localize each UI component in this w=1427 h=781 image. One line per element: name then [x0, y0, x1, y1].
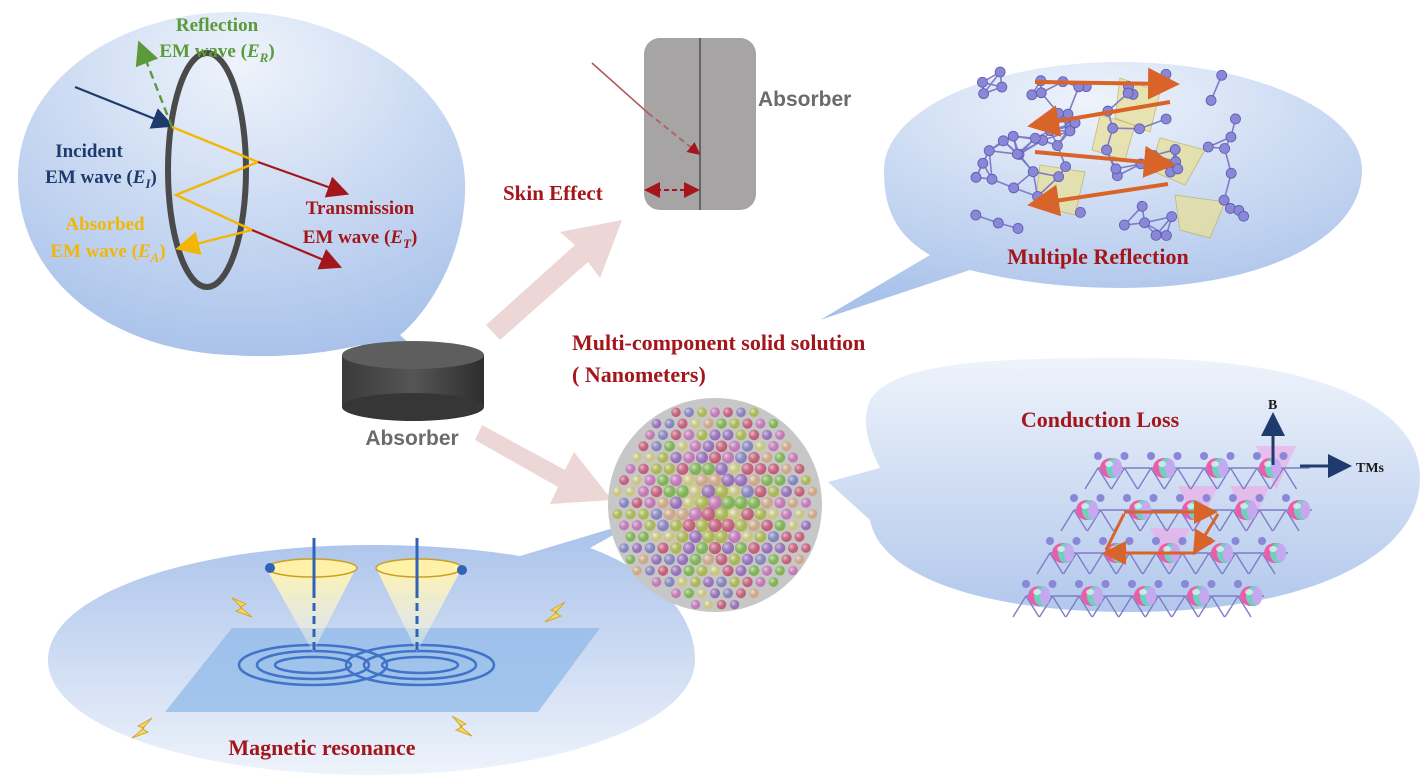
incident-arrow	[74, 85, 175, 129]
absorbed-label-line1: Absorbed	[65, 214, 145, 235]
magnetic-resonance-label: Magnetic resonance	[228, 735, 415, 760]
reflection-label-line2: EM wave (ER)	[159, 41, 274, 65]
flow-arrow-up	[486, 220, 622, 340]
absorber-cylinder	[342, 341, 484, 421]
reflection-label-line1: Reflection	[176, 15, 259, 36]
absorbed-label-line2: EM wave (EA)	[50, 241, 165, 265]
nanoparticle-sphere	[608, 398, 822, 612]
axis-tms-label: TMs	[1356, 461, 1385, 476]
absorber-label: Absorber	[365, 427, 458, 450]
conduction-bubble	[828, 358, 1420, 612]
conduction-loss-label: Conduction Loss	[1021, 407, 1180, 432]
conduction-loop	[1102, 500, 1220, 565]
solid-solution-title-line2: ( Nanometers)	[572, 362, 706, 387]
reflection-arrow	[135, 40, 174, 128]
magnetic-plane	[165, 628, 600, 712]
multi-reflection-bubble	[820, 62, 1362, 320]
absorber-ring	[165, 50, 249, 290]
graphene-lattice	[1012, 446, 1312, 618]
absorbed-zigzag	[171, 125, 262, 255]
solid-solution-title-line1: Multi-component solid solution	[572, 330, 865, 355]
multi-reflection-arrows	[1027, 67, 1180, 217]
skin-absorber-label: Absorber	[758, 88, 851, 111]
wave-bubble	[17, 12, 466, 360]
flow-arrow-down	[475, 425, 612, 504]
transmission-arrows	[251, 160, 350, 270]
skin-incident-ray	[591, 62, 701, 155]
transmission-label-line1: Transmission	[306, 198, 415, 219]
lightning-icon	[131, 597, 566, 739]
spin-cone-left	[265, 538, 358, 655]
axis-b-label: B	[1268, 398, 1277, 413]
spin-cone-right	[375, 538, 467, 655]
incident-label-line2: EM wave (EI)	[45, 167, 157, 191]
skin-effect-label: Skin Effect	[503, 181, 603, 205]
multi-reflection-label: Multiple Reflection	[1007, 244, 1188, 269]
transmission-label-line2: EM wave (ET)	[303, 227, 418, 251]
incident-label-line1: Incident	[55, 141, 123, 162]
skin-slab	[644, 38, 756, 210]
